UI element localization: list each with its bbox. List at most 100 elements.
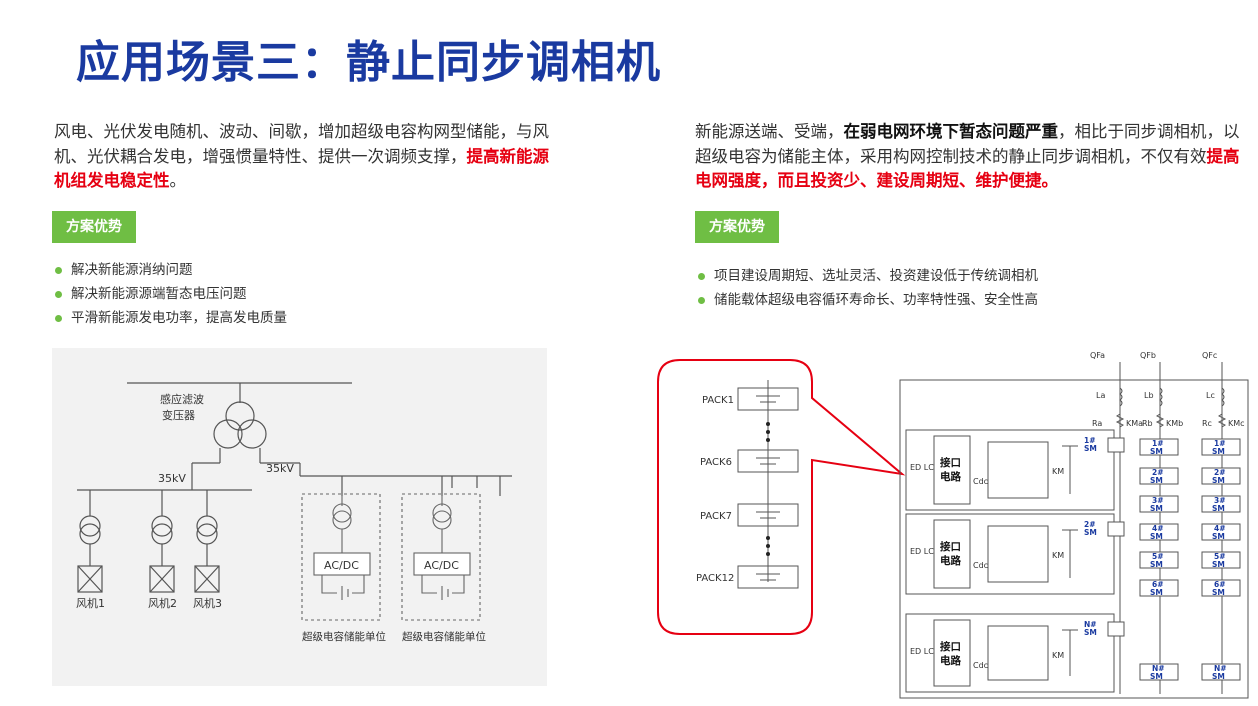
ac-dc-label-1: AC/DC <box>324 559 359 572</box>
sm-row-n <box>905 613 1115 693</box>
interface-label-1a: 接口 <box>940 456 961 469</box>
km-a-label: KMa <box>1126 419 1143 428</box>
pack-7-box <box>737 503 799 527</box>
r-b-label: Rb <box>1142 419 1153 428</box>
sm-b-1-sub: SM <box>1150 447 1163 456</box>
edlc-label-1: ED LC <box>910 463 934 472</box>
pack-1-label: PACK1 <box>702 395 734 406</box>
sm-c-n: N# <box>1214 664 1227 673</box>
qf-b-label: QFb <box>1140 351 1156 360</box>
pack-12-box <box>737 565 799 589</box>
pack-12-label: PACK12 <box>696 573 734 584</box>
list-item: 项目建设周期短、选址灵活、投资建设低于传统调相机 <box>696 264 1038 288</box>
l-c-label: Lc <box>1206 391 1215 400</box>
right-paragraph-text-1: 新能源送端、受端， <box>695 122 844 141</box>
statcom-circuit-svg: PACK1 PACK6 PACK7 PACK12 <box>657 351 1249 699</box>
sm-b-4: 4# <box>1152 524 1164 533</box>
km-inner-label-1: KM <box>1052 467 1064 476</box>
l-a-label: La <box>1096 391 1105 400</box>
km-inner-label-n: KM <box>1052 651 1064 660</box>
l-b-label: Lb <box>1144 391 1154 400</box>
sm-b-4-sub: SM <box>1150 532 1163 541</box>
storage-unit-label-1: 超级电容储能单位 <box>302 630 386 643</box>
wind-storage-diagram: 感应滤波 变压器 35kV 35kV 风机1 风机2 风机3 AC/DC AC/… <box>52 348 547 686</box>
transformer-coil-top <box>225 401 255 431</box>
sm-inner-2-sub: SM <box>1084 528 1097 537</box>
storage-unit-2-frame <box>401 493 481 621</box>
transformer-label-1: 感应滤波 <box>160 392 204 406</box>
sm-c-2: 2# <box>1214 468 1226 477</box>
sm-b-3: 3# <box>1152 496 1164 505</box>
right-paragraph-text-2: ，相比于同步调相机，以超级电容为储能主体，采用构网控制技术的静止同步调相机，不仅… <box>695 122 1240 166</box>
sm-c-4: 4# <box>1214 524 1226 533</box>
sm-c-3-sub: SM <box>1212 504 1225 513</box>
sm-row-2 <box>905 513 1115 595</box>
list-item: 解决新能源消纳问题 <box>53 258 287 282</box>
cdc-label-n: Cdc <box>973 661 988 670</box>
sm-b-2-sub: SM <box>1150 476 1163 485</box>
list-item: 平滑新能源发电功率，提高发电质量 <box>53 306 287 330</box>
sm-c-4-sub: SM <box>1212 532 1225 541</box>
ac-dc-label-2: AC/DC <box>424 559 459 572</box>
transformer-label-2: 变压器 <box>162 408 195 422</box>
km-inner-label-2: KM <box>1052 551 1064 560</box>
sm-b-3-sub: SM <box>1150 504 1163 513</box>
sm-c-6-sub: SM <box>1212 588 1225 597</box>
r-a-label: Ra <box>1092 419 1102 428</box>
r-c-label: Rc <box>1202 419 1212 428</box>
interface-label-na: 接口 <box>940 640 961 653</box>
left-paragraph-text: 风电、光伏发电随机、波动、间歇，增加超级电容构网型储能，与风机、光伏耦合发电，增… <box>54 122 549 166</box>
statcom-circuit-diagram: PACK1 PACK6 PACK7 PACK12 <box>650 342 1254 702</box>
fan-3-box <box>194 565 220 593</box>
page-title: 应用场景三：静止同步调相机 <box>76 37 661 88</box>
sm-inner-1: 1# <box>1084 436 1096 445</box>
sm-row-1 <box>905 429 1115 511</box>
sm-c-6: 6# <box>1214 580 1226 589</box>
right-paragraph-bold: 在弱电网环境下暂态问题严重 <box>843 122 1059 141</box>
fan-2-label: 风机2 <box>148 596 177 610</box>
left-paragraph-highlight: 提高新能源机组发电稳定性 <box>54 146 549 191</box>
sm-inner-1-sub: SM <box>1084 444 1097 453</box>
list-item: 解决新能源源端暂态电压问题 <box>53 282 287 306</box>
sm-c-3: 3# <box>1214 496 1226 505</box>
right-advantage-badge: 方案优势 <box>695 211 779 243</box>
sm-c-1: 1# <box>1214 439 1226 448</box>
fan-1-label: 风机1 <box>76 596 105 610</box>
sm-b-5: 5# <box>1152 552 1164 561</box>
storage-unit-label-2: 超级电容储能单位 <box>402 630 486 643</box>
sm-c-5-sub: SM <box>1212 560 1225 569</box>
right-paragraph: 新能源送端、受端，在弱电网环境下暂态问题严重，相比于同步调相机，以超级电容为储能… <box>695 120 1243 194</box>
sm-b-5-sub: SM <box>1150 560 1163 569</box>
list-item: 储能载体超级电容循环寿命长、功率特性强、安全性高 <box>696 288 1038 312</box>
interface-label-2a: 接口 <box>940 540 961 553</box>
interface-label-1b: 电路 <box>940 470 961 483</box>
pack-6-label: PACK6 <box>700 457 732 468</box>
right-paragraph-highlight: 提高电网强度，而且投资少、建设周期短、维护便捷。 <box>695 146 1240 191</box>
sm-b-n-sub: SM <box>1150 672 1163 681</box>
km-b-label: KMb <box>1166 419 1183 428</box>
km-c-label: KMc <box>1228 419 1245 428</box>
cdc-label-1: Cdc <box>973 477 988 486</box>
voltage-label-left: 35kV <box>158 472 186 485</box>
sm-b-2: 2# <box>1152 468 1164 477</box>
sm-b-6-sub: SM <box>1150 588 1163 597</box>
sm-c-5: 5# <box>1214 552 1226 561</box>
sm-b-1: 1# <box>1152 439 1164 448</box>
fan-2-box <box>149 565 175 593</box>
left-paragraph-end: 。 <box>169 171 187 190</box>
sm-c-2-sub: SM <box>1212 476 1225 485</box>
ac-dc-converter-1 <box>313 552 371 576</box>
interface-label-2b: 电路 <box>940 554 961 567</box>
pack-callout <box>657 359 906 635</box>
qf-a-label: QFa <box>1090 351 1105 360</box>
sm-inner-2: 2# <box>1084 520 1096 529</box>
fan-3-label: 风机3 <box>193 596 222 610</box>
right-advantage-list: 项目建设周期短、选址灵活、投资建设低于传统调相机 储能载体超级电容循环寿命长、功… <box>696 264 1038 312</box>
left-paragraph: 风电、光伏发电随机、波动、间歇，增加超级电容构网型储能，与风机、光伏耦合发电，增… <box>54 120 564 194</box>
sm-c-1-sub: SM <box>1212 447 1225 456</box>
interface-label-nb: 电路 <box>940 654 961 667</box>
edlc-label-n: ED LC <box>910 647 934 656</box>
fan-1-box <box>77 565 103 593</box>
transformer-coil-left <box>213 419 243 449</box>
sm-b-n: N# <box>1152 664 1165 673</box>
